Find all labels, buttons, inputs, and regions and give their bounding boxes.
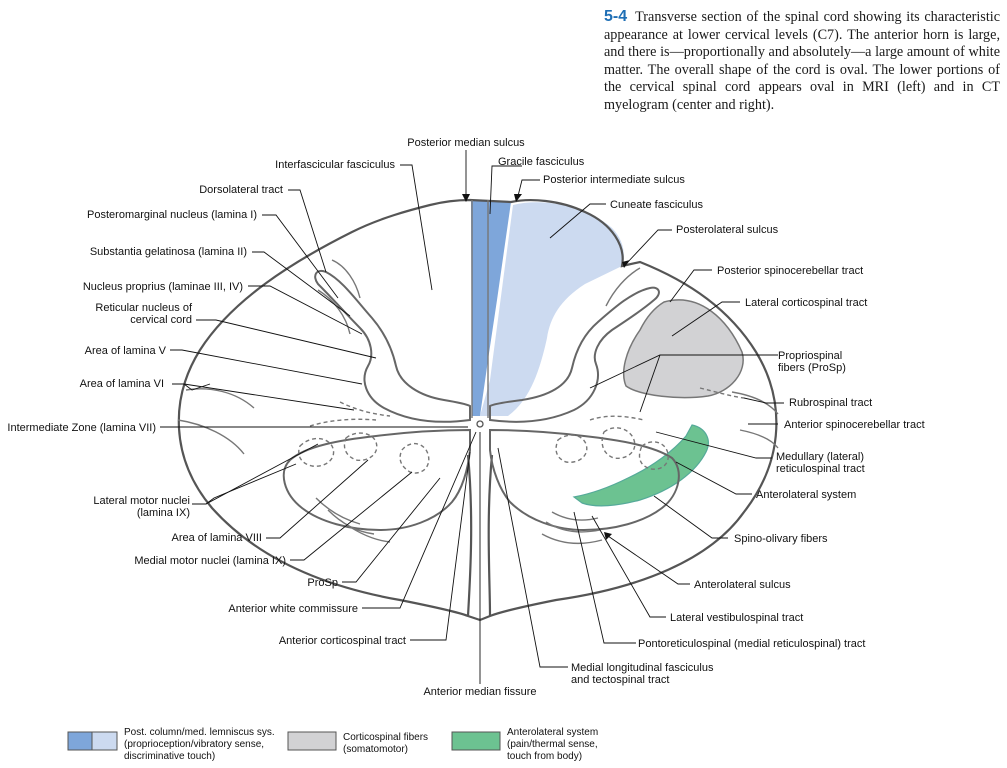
anterior-median-fissure-edge (466, 454, 494, 617)
motor-nuclei-outlines (298, 427, 669, 474)
central-canal (476, 420, 484, 428)
label-mlf-line1: Medial longitudinal fasciculus (571, 662, 714, 674)
label-cuneate-fasciculus: Cuneate fasciculus (610, 199, 703, 211)
legend: Post. column/med. lemniscus sys. (propri… (67, 727, 598, 762)
label-anterior-spinocerebellar-tract: Anterior spinocerebellar tract (784, 419, 925, 431)
label-substantia-gelatinosa: Substantia gelatinosa (lamina II) (90, 246, 247, 258)
anterior-horn-left (282, 428, 471, 532)
label-lateral-motor-nuclei-line1: Lateral motor nuclei (93, 495, 190, 507)
ventral-roots-left (315, 497, 391, 543)
label-anterolateral-sulcus: Anterolateral sulcus (694, 579, 791, 591)
label-area-lamina-vi: Area of lamina VI (80, 378, 164, 390)
label-anterolateral-system: Anterolateral system (756, 489, 856, 501)
label-lateral-corticospinal-tract: Lateral corticospinal tract (745, 297, 867, 309)
lateral-tract-dividers (177, 388, 779, 455)
label-nucleus-proprius: Nucleus proprius (laminae III, IV) (83, 281, 243, 293)
legend-swatch-corticospinal (287, 731, 337, 751)
label-anterior-white-commissure: Anterior white commissure (228, 603, 358, 615)
legend-swatch-gracile (67, 731, 93, 751)
label-interfascicular-fasciculus: Interfascicular fasciculus (275, 159, 395, 171)
legend-swatch-anterolateral (451, 731, 501, 751)
label-medullary-reticulospinal-line2: reticulospinal tract (776, 463, 865, 475)
label-posterior-intermediate-sulcus: Posterior intermediate sulcus (543, 174, 685, 186)
label-posterior-spinocerebellar-tract: Posterior spinocerebellar tract (717, 265, 863, 277)
label-medial-motor-nuclei: Medial motor nuclei (lamina IX) (134, 555, 286, 567)
label-area-lamina-viii: Area of lamina VIII (172, 532, 263, 544)
lamina-boundary-right (589, 387, 745, 421)
legend-anterolateral-line2: (pain/thermal sense, (507, 739, 598, 750)
label-intermediate-zone: Intermediate Zone (lamina VII) (7, 422, 156, 434)
label-reticular-nucleus-line2: cervical cord (130, 314, 192, 326)
legend-anterolateral-line1: Anterolateral system (507, 727, 598, 738)
label-mlf-line2: and tectospinal tract (571, 674, 669, 686)
label-medullary-reticulospinal-line1: Medullary (lateral) (776, 451, 864, 463)
label-gracile-fasciculus: Gracile fasciculus (498, 156, 585, 168)
label-pontoreticulospinal-tract: Pontoreticulospinal (medial reticulospin… (638, 638, 865, 650)
label-prosp: ProSp (307, 577, 338, 589)
lamina-boundary-left (309, 401, 391, 427)
label-spino-olivary-fibers: Spino-olivary fibers (734, 533, 828, 545)
posterior-horn-cap-right (605, 267, 641, 307)
label-area-lamina-v: Area of lamina V (85, 345, 167, 357)
posterior-horn-cap-left (317, 259, 361, 335)
legend-dorsal-column-line3: discriminative touch) (124, 751, 215, 762)
anterior-horn-right (489, 428, 680, 532)
label-reticular-nucleus-line1: Reticular nucleus of (95, 302, 193, 314)
caption-text: Transverse section of the spinal cord sh… (604, 9, 1000, 113)
label-anterior-median-fissure: Anterior median fissure (423, 686, 536, 698)
grey-matter-left (314, 270, 471, 423)
legend-dorsal-column-line2: (proprioception/vibratory sense, (124, 739, 264, 750)
label-propriospinal-line1: Propriospinal (778, 350, 842, 362)
label-dorsolateral-tract: Dorsolateral tract (199, 184, 283, 196)
label-lateral-vestibulospinal-tract: Lateral vestibulospinal tract (670, 612, 803, 624)
cuneate-fasciculus-region (480, 202, 624, 416)
label-propriospinal-line2: fibers (ProSp) (778, 362, 846, 374)
leader-lines (160, 150, 784, 684)
legend-corticospinal-line2: (somatomotor) (343, 744, 408, 755)
legend-dorsal-column-line1: Post. column/med. lemniscus sys. (124, 727, 275, 738)
label-anterior-corticospinal-tract: Anterior corticospinal tract (279, 635, 406, 647)
legend-anterolateral-line3: touch from body) (507, 751, 582, 762)
cord-outline (177, 198, 778, 622)
midline-septum (471, 200, 489, 418)
label-lateral-motor-nuclei-line2: (lamina IX) (137, 507, 190, 519)
legend-corticospinal-line1: Corticospinal fibers (343, 732, 428, 743)
legend-swatch-cuneate (91, 731, 118, 751)
figure-number: 5-4 (604, 8, 628, 25)
grey-matter-right (489, 286, 660, 423)
label-rubrospinal-tract: Rubrospinal tract (789, 397, 872, 409)
label-posterior-median-sulcus: Posterior median sulcus (407, 137, 525, 149)
ventral-roots-right (541, 511, 603, 545)
label-posteromarginal-nucleus: Posteromarginal nucleus (lamina I) (87, 209, 257, 221)
label-posterolateral-sulcus: Posterolateral sulcus (676, 224, 779, 236)
gracile-fasciculus-region (471, 200, 511, 416)
